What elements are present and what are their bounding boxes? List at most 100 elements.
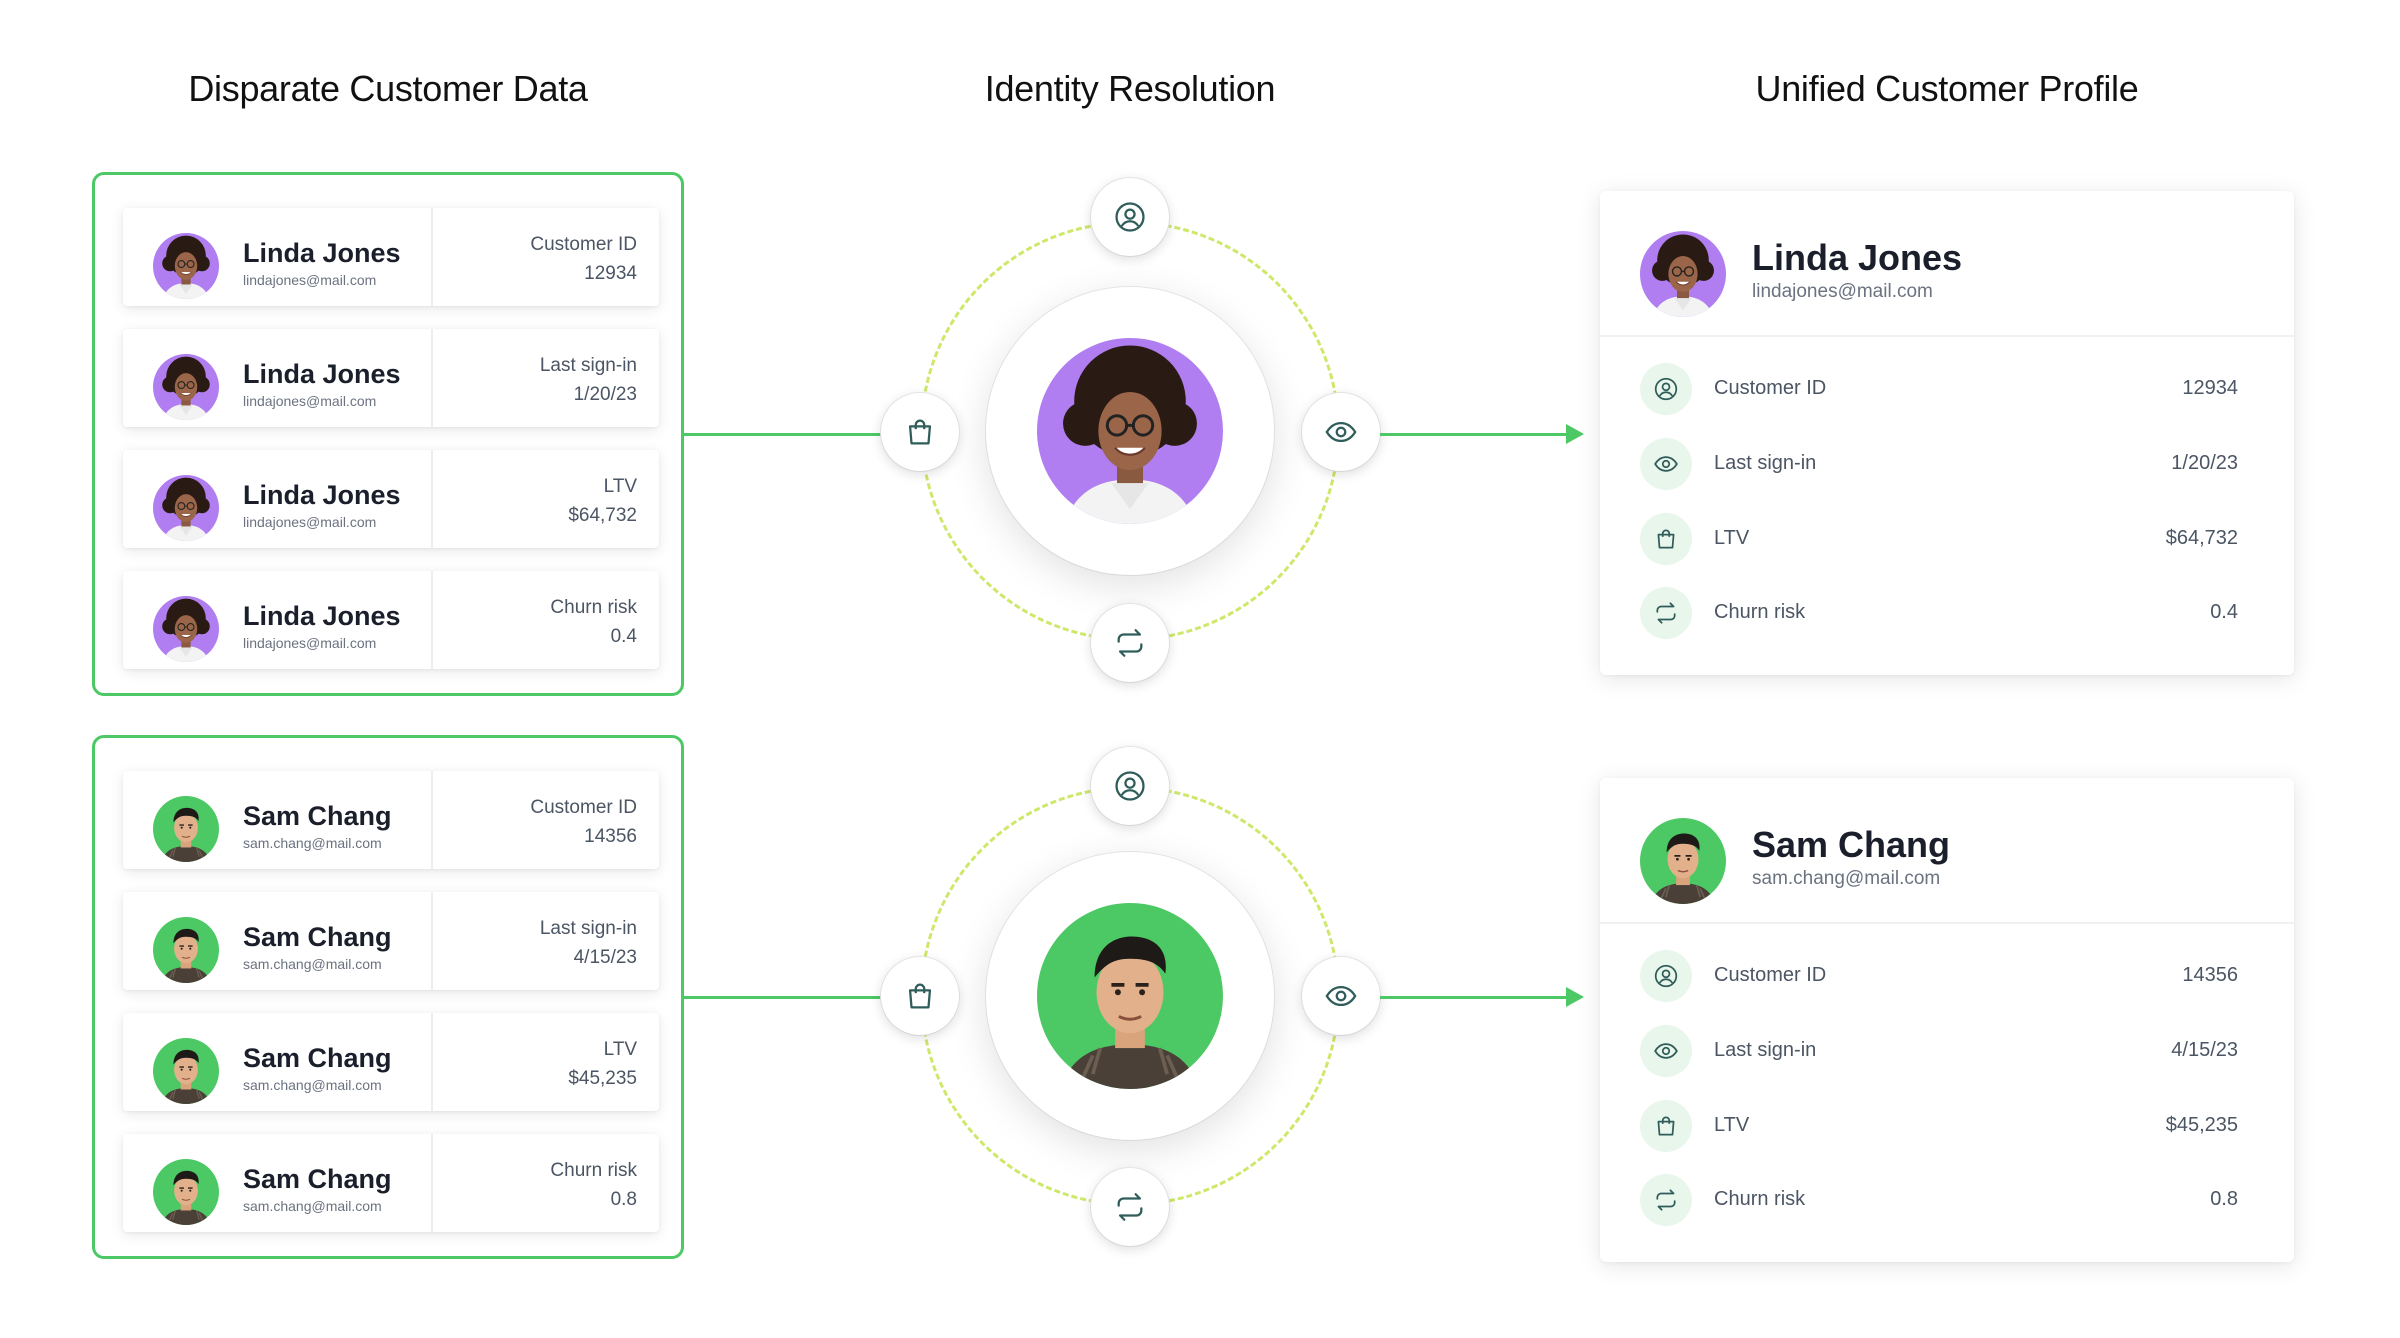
heading-identity-resolution: Identity Resolution — [984, 68, 1276, 109]
row-divider — [431, 329, 433, 427]
record-name: Linda Jones — [243, 480, 401, 510]
hub-node-refresh — [1091, 1168, 1169, 1246]
row-divider — [431, 771, 433, 869]
record-label: Customer ID — [530, 234, 637, 255]
hub-node-user — [1091, 178, 1169, 256]
refresh-icon — [1113, 626, 1147, 660]
profile-name: Linda Jones — [1752, 237, 1963, 278]
record-name: Linda Jones — [243, 601, 401, 631]
profile-card-sam: Sam Chang sam.chang@mail.com Customer ID… — [1600, 778, 2294, 1262]
linda-avatar — [153, 233, 219, 299]
sam-avatar — [153, 917, 219, 983]
user-circle-icon — [1640, 950, 1692, 1002]
record-row: Sam Chang sam.chang@mail.com Last sign-i… — [123, 892, 659, 990]
attribute-label: LTV — [1714, 1114, 1750, 1136]
sam-hub-photo — [1037, 903, 1223, 1089]
record-label: LTV — [603, 1039, 637, 1060]
profile-name: Sam Chang — [1752, 824, 1951, 865]
record-value: 12934 — [584, 263, 637, 284]
hub-node-refresh — [1091, 604, 1169, 682]
record-label: LTV — [603, 476, 637, 497]
connector-line-linda-in — [684, 433, 886, 436]
linda-avatar — [153, 596, 219, 662]
attribute-value: 12934 — [2182, 377, 2238, 399]
attribute-label: Customer ID — [1714, 964, 1827, 986]
record-value: $64,732 — [568, 505, 637, 526]
record-email: sam.chang@mail.com — [243, 1077, 382, 1093]
eye-icon — [1324, 415, 1358, 449]
eye-icon — [1640, 1025, 1692, 1077]
connector-line-sam-out — [1380, 996, 1570, 999]
sam-avatar — [153, 1159, 219, 1225]
record-label: Churn risk — [550, 597, 637, 618]
profile-attribute-ltv: LTV $64,732 — [1640, 513, 2238, 565]
record-email: sam.chang@mail.com — [243, 1198, 382, 1214]
attribute-value: 4/15/23 — [2171, 1039, 2238, 1061]
eye-icon — [1640, 438, 1692, 490]
user-circle-icon — [1113, 769, 1147, 803]
shopping-bag-icon — [1640, 1100, 1692, 1152]
record-email: lindajones@mail.com — [243, 272, 377, 288]
sam-avatar — [153, 796, 219, 862]
attribute-label: Customer ID — [1714, 377, 1827, 399]
refresh-icon — [1640, 1174, 1692, 1226]
profile-attribute-churn-risk: Churn risk 0.8 — [1640, 1174, 2238, 1226]
attribute-value: 0.4 — [2210, 601, 2238, 623]
shopping-bag-icon — [903, 415, 937, 449]
sam-avatar — [153, 1038, 219, 1104]
refresh-icon — [1113, 1190, 1147, 1224]
eye-icon — [1324, 979, 1358, 1013]
profile-attribute-customer-id: Customer ID 14356 — [1640, 950, 2238, 1002]
hub-node-bag — [881, 957, 959, 1035]
profile-divider — [1600, 922, 2294, 924]
connector-line-sam-in — [684, 996, 886, 999]
shopping-bag-icon — [1640, 513, 1692, 565]
linda-hub-photo — [1037, 338, 1223, 524]
attribute-label: Last sign-in — [1714, 1039, 1817, 1061]
row-divider — [431, 450, 433, 548]
heading-unified-profile: Unified Customer Profile — [1755, 68, 2139, 109]
record-label: Last sign-in — [539, 918, 637, 939]
profile-card-linda: Linda Jones lindajones@mail.com Customer… — [1600, 191, 2294, 675]
record-label: Customer ID — [530, 797, 637, 818]
record-name: Sam Chang — [243, 922, 392, 952]
record-value: 0.8 — [610, 1189, 637, 1210]
shopping-bag-icon — [903, 979, 937, 1013]
profile-attribute-ltv: LTV $45,235 — [1640, 1100, 2238, 1152]
hub-node-eye — [1302, 957, 1380, 1035]
linda-avatar — [153, 475, 219, 541]
attribute-label: Last sign-in — [1714, 452, 1817, 474]
hub-node-bag — [881, 393, 959, 471]
record-email: lindajones@mail.com — [243, 393, 377, 409]
record-value: 0.4 — [610, 626, 637, 647]
record-row: Linda Jones lindajones@mail.com Customer… — [123, 208, 659, 306]
profile-attribute-last-sign-in: Last sign-in 4/15/23 — [1640, 1025, 2238, 1077]
record-value: 4/15/23 — [573, 947, 637, 968]
record-label: Last sign-in — [539, 355, 637, 376]
row-divider — [431, 1134, 433, 1232]
heading-disparate-data: Disparate Customer Data — [188, 68, 588, 109]
row-divider — [431, 208, 433, 306]
refresh-icon — [1640, 587, 1692, 639]
attribute-value: 0.8 — [2210, 1188, 2238, 1210]
record-email: sam.chang@mail.com — [243, 956, 382, 972]
attribute-label: Churn risk — [1714, 601, 1806, 623]
profile-email: lindajones@mail.com — [1752, 281, 1933, 302]
attribute-value: 1/20/23 — [2171, 452, 2238, 474]
linda-records-group: Linda Jones lindajones@mail.com Customer… — [92, 172, 684, 696]
connector-line-linda-out — [1380, 433, 1570, 436]
record-row: Sam Chang sam.chang@mail.com Customer ID… — [123, 771, 659, 869]
attribute-value: $45,235 — [2165, 1114, 2238, 1136]
row-divider — [431, 1013, 433, 1111]
record-value: 1/20/23 — [573, 384, 637, 405]
profile-divider — [1600, 335, 2294, 337]
attribute-value: $64,732 — [2165, 527, 2238, 549]
record-email: lindajones@mail.com — [243, 514, 377, 530]
hub-node-eye — [1302, 393, 1380, 471]
arrow-head-sam — [1566, 987, 1584, 1007]
record-label: Churn risk — [550, 1160, 637, 1181]
sam-profile-avatar — [1640, 818, 1726, 904]
record-value: $45,235 — [568, 1068, 637, 1089]
attribute-value: 14356 — [2182, 964, 2238, 986]
record-email: sam.chang@mail.com — [243, 835, 382, 851]
